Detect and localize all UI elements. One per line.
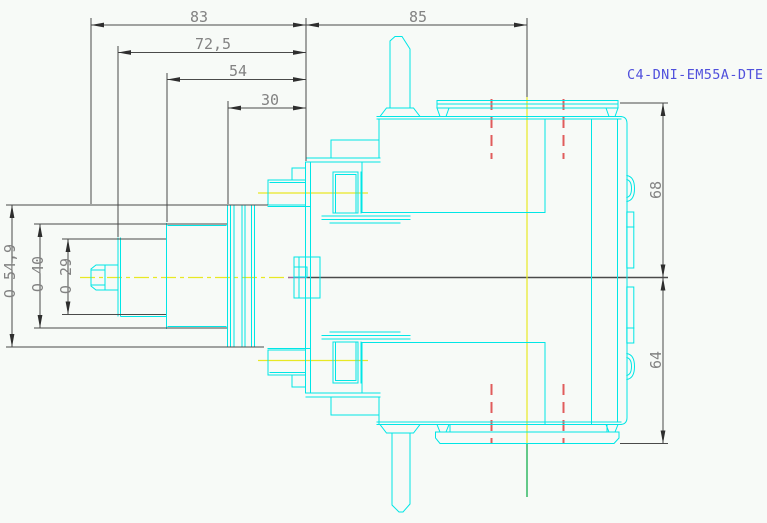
right-bump-bottom-inner bbox=[626, 356, 633, 377]
lower-coupling-block bbox=[332, 341, 359, 384]
right-bump-bottom bbox=[626, 352, 636, 381]
shaft-clamp-slot bbox=[293, 266, 308, 278]
dim-label-85: 85 bbox=[409, 8, 427, 26]
dim-label-64: 64 bbox=[647, 351, 665, 369]
part-number-annotation: C4-DNI-EM55A-DTE bbox=[627, 67, 763, 83]
dimension-lines bbox=[6, 18, 668, 444]
dim-label-54: 54 bbox=[229, 62, 247, 80]
body-right-edge-rounded bbox=[609, 116, 628, 425]
upper-boss-step bbox=[291, 167, 306, 181]
shaft-outline bbox=[90, 264, 119, 291]
lower-coupling-block-inner bbox=[335, 341, 357, 381]
right-bump-top-inner bbox=[626, 178, 633, 199]
right-tab-bottom bbox=[626, 286, 635, 344]
bottom-bar-foot-right bbox=[605, 424, 619, 433]
dim-label-dia-29: O 29 bbox=[57, 258, 75, 294]
dim-label-dia-54-9: O 54,9 bbox=[1, 244, 19, 298]
hole-marks bbox=[490, 99, 565, 444]
dimension-arrowheads bbox=[9, 22, 666, 444]
bottom-mount-bar-thin bbox=[449, 424, 608, 433]
dim-label-dia-40: O 40 bbox=[29, 256, 47, 292]
right-bump-top bbox=[626, 174, 636, 203]
dimension-labels: 83 72,5 54 30 85 68 64 O 54,9 O 40 O 29 bbox=[1, 8, 665, 369]
top-bar-foot-left bbox=[436, 107, 450, 117]
lower-boss-step bbox=[291, 374, 306, 388]
dim-label-30: 30 bbox=[261, 91, 279, 109]
top-tab-foot bbox=[378, 107, 422, 117]
drive-body bbox=[376, 36, 636, 513]
bottom-mount-bar-wide bbox=[435, 431, 620, 444]
upper-bolt-boss bbox=[267, 179, 306, 206]
adapter-section bbox=[267, 139, 546, 416]
top-bar-foot-right bbox=[605, 107, 619, 117]
bottom-leg bbox=[391, 432, 411, 513]
upper-coupling-block-inner bbox=[335, 174, 357, 214]
centerlines bbox=[80, 97, 668, 497]
dim-label-72-5: 72,5 bbox=[195, 35, 231, 53]
top-tab bbox=[389, 36, 411, 109]
bottom-bar-foot-left bbox=[436, 424, 450, 433]
bottom-leg-foot bbox=[378, 424, 422, 434]
dim-label-83: 83 bbox=[190, 8, 208, 26]
lower-bolt-boss bbox=[267, 349, 306, 376]
mounting-flange-stack bbox=[227, 204, 255, 348]
gearbox-left-part bbox=[90, 204, 255, 348]
right-tab-top bbox=[626, 211, 635, 269]
dim-label-68: 68 bbox=[647, 181, 665, 199]
